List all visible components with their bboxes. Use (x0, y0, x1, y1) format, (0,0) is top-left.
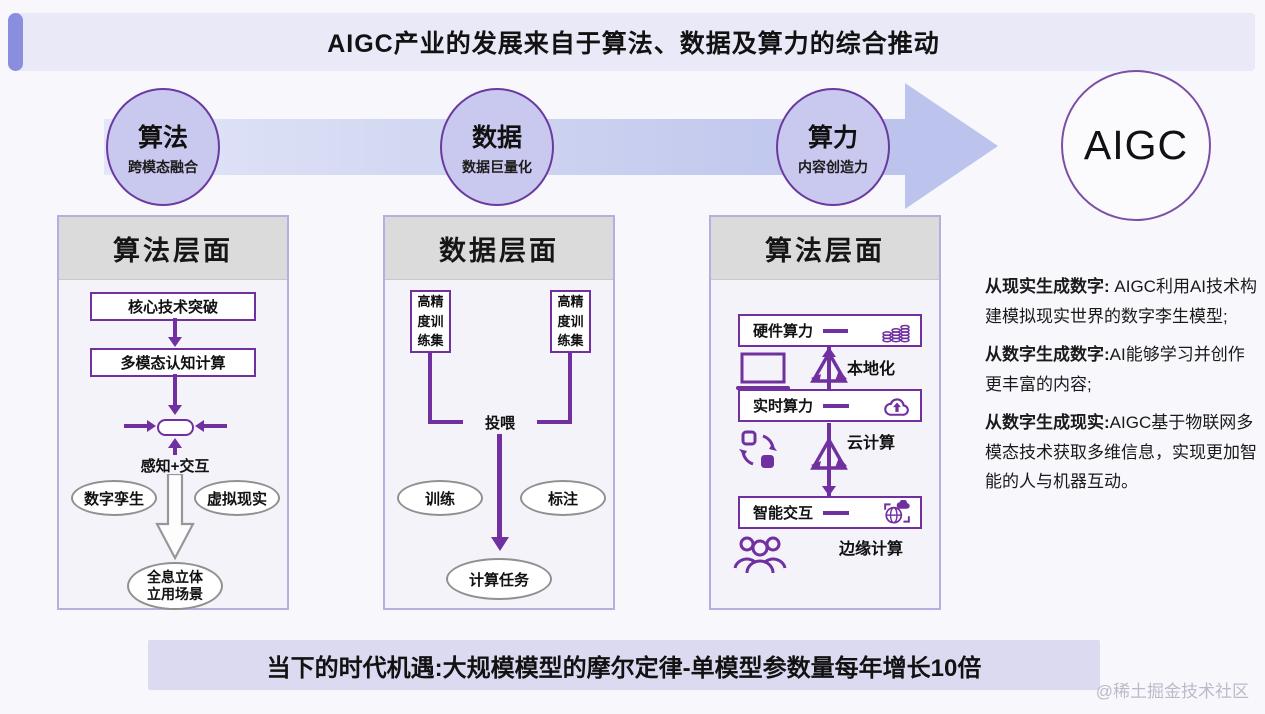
circle-algorithm: 算法 跨模态融合 (106, 88, 220, 206)
edge-computing-tag: 边缘计算 (839, 541, 904, 558)
circle-data-subtitle: 数据巨量化 (462, 158, 532, 175)
arrow-line (204, 424, 227, 428)
box-realtime-computing: 实时算力 (738, 389, 922, 422)
note-digital-to-digital: 从数字生成数字:AI能够学习并创作更丰富的内容; (985, 340, 1261, 399)
ellipse-virtual-reality: 虚拟现实 (194, 480, 280, 516)
panel-computing-header: 算法层面 (711, 217, 939, 280)
coins-icon (882, 324, 910, 342)
panel-algorithm-header: 算法层面 (59, 217, 287, 280)
feed-label: 投喂 (484, 415, 515, 432)
circle-algorithm-title: 算法 (137, 123, 188, 152)
arrow-right-icon (147, 420, 156, 432)
recycle-icon (810, 349, 848, 383)
note3-body: AIGC基于物联网多模态技术获取多维信息，实现更加智能的人与机器互动。 (985, 413, 1257, 492)
panel-data-header: 数据层面 (385, 217, 613, 280)
circle-data: 数据 数据巨量化 (440, 88, 554, 206)
box-smart-interaction: 智能交互 (738, 496, 922, 529)
note-digital-to-real: 从数字生成现实:AIGC基于物联网多模态技术获取多维信息，实现更加智能的人与机器… (985, 408, 1261, 497)
dash-line (823, 510, 849, 515)
box-multimodal: 多模态认知计算 (90, 348, 256, 377)
arrow-line (173, 374, 177, 405)
feed-arrow-line (497, 434, 502, 538)
dash-line (823, 403, 849, 408)
title-band: AIGC产业的发展来自于算法、数据及算力的综合推动 (12, 13, 1255, 71)
feed-line-right-bend (537, 420, 572, 424)
notes-block: 从现实生成数字: AIGC利用AI技术构建模拟现实世界的数字李生模型; 从数字生… (985, 272, 1261, 506)
title-accent-bar (8, 13, 23, 71)
feed-line-left (428, 353, 432, 424)
holographic-line1: 全息立体 (147, 569, 203, 586)
box-training-set-right: 高精度训练集 (550, 290, 591, 353)
page-title: AIGC产业的发展来自于算法、数据及算力的综合推动 (327, 30, 940, 58)
training-set-left-label: 高精度训练集 (417, 294, 444, 349)
hardware-computing-label: 硬件算力 (753, 323, 814, 340)
arrow-down-icon (168, 405, 182, 415)
ellipse-computing-task: 计算任务 (446, 558, 552, 600)
training-set-right-label: 高精度训练集 (557, 294, 584, 349)
sync-icon (739, 430, 777, 468)
converge-label: 感知+交互 (140, 458, 210, 475)
box-core-tech: 核心技术突破 (90, 292, 256, 321)
bottom-banner: 当下的时代机遇:大规模模型的摩尔定律-单模型参数量每年增长10倍 (148, 640, 1100, 690)
note1-lead: 从现实生成数字: (985, 277, 1110, 296)
note3-lead: 从数字生成现实: (985, 413, 1110, 433)
arrow-down-icon (822, 486, 836, 496)
panel-data: 数据层面 高精度训练集 高精度训练集 投喂 训练 标注 计算任务 (383, 215, 615, 610)
localization-tag: 本地化 (847, 361, 896, 378)
ellipse-labeling: 标注 (520, 480, 606, 516)
note2-body: AI能够学习并创作更丰富的内容; (985, 345, 1245, 394)
box-training-set-left: 高精度训练集 (410, 290, 451, 353)
ellipse-holographic-scene: 全息立体 立用场景 (127, 562, 223, 610)
circle-computing-title: 算力 (807, 123, 858, 152)
realtime-computing-label: 实时算力 (753, 398, 814, 415)
arrow-up-icon (168, 438, 182, 448)
note-real-to-digital: 从现实生成数字: AIGC利用AI技术构建模拟现实世界的数字李生模型; (985, 272, 1261, 331)
arrow-left-icon (195, 420, 204, 432)
ellipse-digital-twin: 数字孪生 (71, 480, 157, 516)
arrow-line (124, 424, 147, 428)
arrow-down-icon (491, 537, 509, 551)
people-icon (733, 536, 787, 574)
note1-body: AIGC利用AI技术构建模拟现实世界的数字李生模型; (985, 277, 1258, 326)
arrow-line (173, 318, 177, 338)
box-hardware-computing: 硬件算力 (738, 314, 922, 347)
hollow-arrow-icon (155, 474, 195, 560)
arrow-down-icon (168, 337, 182, 347)
circle-computing-subtitle: 内容创造力 (798, 158, 868, 175)
note2-lead: 从数字生成数字: (985, 345, 1110, 365)
holographic-line2: 立用场景 (147, 586, 203, 602)
aigc-result-circle: AIGC (1061, 70, 1211, 221)
cloud-computing-tag: 云计算 (847, 435, 896, 452)
panel-algorithm: 算法层面 核心技术突破 多模态认知计算 感知+交互 数字孪生 虚拟现实 全息立体… (57, 215, 289, 610)
ellipse-training: 训练 (397, 480, 483, 516)
circle-computing: 算力 内容创造力 (776, 88, 890, 206)
dash-line (823, 328, 848, 333)
feed-line-right (568, 353, 572, 424)
globe-edge-icon (884, 499, 910, 524)
watermark: @稀土掘金技术社区 (1095, 682, 1249, 701)
converge-box (157, 419, 194, 436)
smart-interaction-label: 智能交互 (753, 505, 814, 522)
recycle-icon (810, 436, 848, 470)
laptop-icon (736, 352, 790, 390)
connector-line (827, 423, 831, 496)
cloud-upload-icon (884, 397, 909, 416)
arrow-line (173, 447, 177, 455)
flow-arrow-head-icon (905, 83, 998, 209)
panel-computing: 算法层面 硬件算力 本地化 实时算力 (709, 215, 941, 610)
circle-algorithm-subtitle: 跨模态融合 (128, 158, 198, 175)
feed-line-left-bend (428, 420, 463, 424)
connector-line (827, 347, 831, 389)
circle-data-title: 数据 (471, 123, 522, 152)
